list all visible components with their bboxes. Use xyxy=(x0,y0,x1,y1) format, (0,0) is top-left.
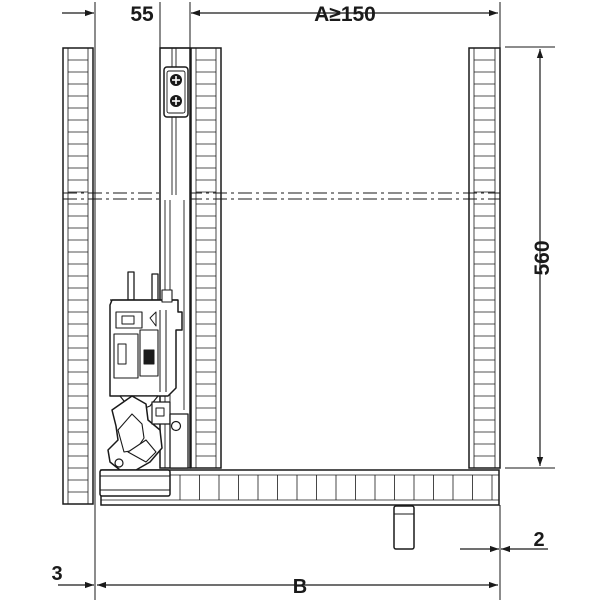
dimension-lines xyxy=(58,9,548,589)
dim-2-label: 2 xyxy=(533,529,544,551)
dim-a-label: A≥150 xyxy=(314,3,376,26)
hinge-mechanism xyxy=(99,271,189,497)
inner-side-panel xyxy=(190,47,222,469)
inner-panel-hatching xyxy=(195,48,217,468)
dim-3-label: 3 xyxy=(51,563,62,585)
extension-lines xyxy=(94,2,555,600)
dim-b-label: B xyxy=(293,576,307,598)
mounting-bracket xyxy=(163,66,189,118)
left-side-panel xyxy=(62,47,94,505)
left-panel-hatching xyxy=(67,48,89,504)
right-panel-hatching xyxy=(473,48,496,468)
section-break-line xyxy=(63,192,500,200)
screw-icon xyxy=(170,74,182,86)
cabinet-foot xyxy=(393,505,415,550)
right-side-panel xyxy=(468,47,501,469)
bottom-panel-hatching xyxy=(179,475,493,500)
screw-icon xyxy=(170,95,182,107)
dim-55-label: 55 xyxy=(130,3,154,26)
dim-560-label: 560 xyxy=(531,240,554,275)
vertical-rail xyxy=(159,47,191,469)
